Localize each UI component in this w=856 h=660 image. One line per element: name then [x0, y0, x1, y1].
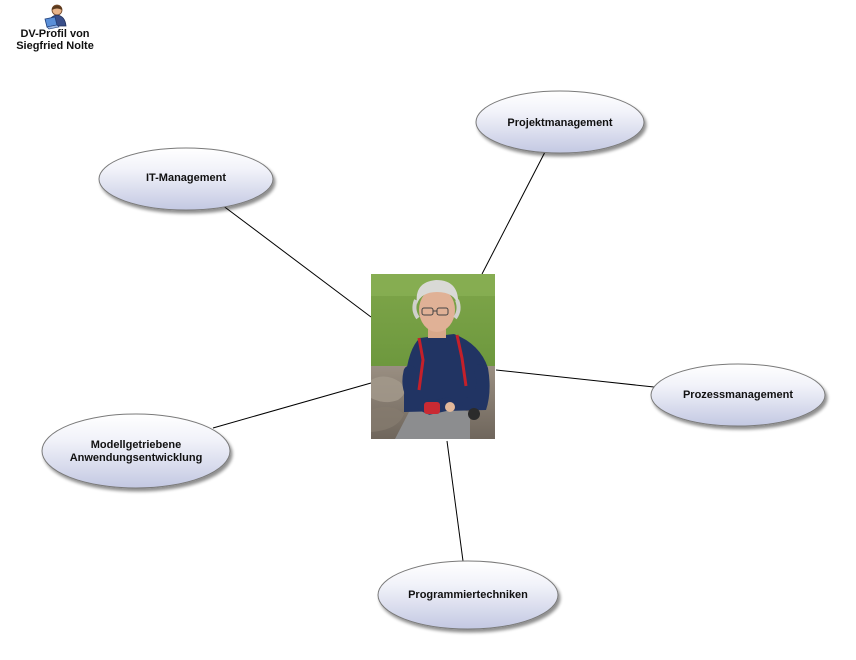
node-label-projektmanagement: Projektmanagement [507, 117, 612, 129]
connector-modellgetriebene [212, 382, 372, 429]
portrait-photo [371, 274, 495, 439]
node-it-management[interactable] [98, 147, 274, 211]
node-prozessmanagement[interactable] [650, 363, 826, 427]
connector-projektmanagement [481, 151, 546, 275]
node-label-modellgetriebene-line2: Anwendungsentwicklung [70, 452, 203, 464]
node-label-modellgetriebene-line1: Modellgetriebene [91, 439, 181, 451]
node-projektmanagement[interactable] [475, 90, 645, 154]
node-programmiertechniken[interactable] [377, 560, 559, 630]
profile-title-line1: DV-Profil von [20, 28, 89, 40]
node-label-prozessmanagement: Prozessmanagement [683, 389, 793, 401]
person-with-laptop-icon [44, 4, 67, 30]
profile-title-line2: Siegfried Nolte [16, 40, 94, 52]
connector-it-management [221, 204, 372, 318]
node-modellgetriebene-anwendungsentwicklung[interactable] [41, 413, 231, 489]
connector-prozessmanagement [495, 369, 655, 388]
node-label-it-management: IT-Management [146, 172, 226, 184]
connector-programmiertechniken [446, 440, 464, 562]
node-label-programmiertechniken: Programmiertechniken [408, 589, 528, 601]
